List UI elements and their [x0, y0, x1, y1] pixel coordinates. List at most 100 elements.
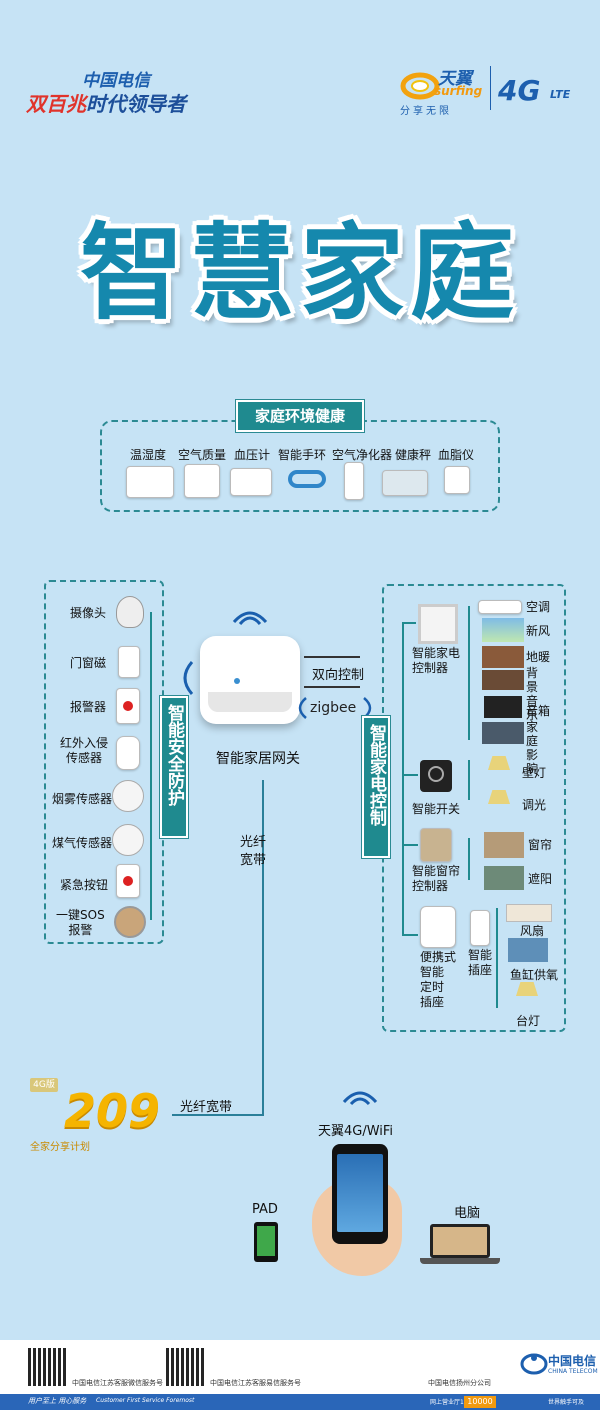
security-label-sos: 一键SOS 报警 — [56, 908, 105, 937]
curtain-icon — [484, 832, 524, 858]
fish-tank-icon — [508, 938, 548, 962]
slogan-cn: 用户至上 用心服务 — [28, 1397, 87, 1405]
appliance-controller-icon — [418, 604, 458, 644]
bidirectional-arrow — [304, 656, 360, 658]
security-label-camera: 摄像头 — [70, 606, 107, 620]
ct-en: CHINA TELECOM — [548, 1368, 598, 1375]
air-purifier-icon — [344, 462, 364, 500]
blood-pressure-device-icon — [230, 468, 272, 496]
gateway-label: 智能家居网关 — [216, 751, 300, 767]
emergency-button-icon — [116, 864, 140, 898]
wifi-label: 天翼4G/WiFi — [318, 1124, 394, 1139]
label-fresh-air: 新风 — [526, 624, 551, 638]
label-speaker: 音箱 — [526, 704, 551, 718]
curtain-trunk — [468, 838, 470, 880]
label-shade: 遮阳 — [528, 872, 553, 886]
qr-code-wechat-icon — [28, 1348, 66, 1386]
appliance-heading-text: 智能家电控制 — [366, 724, 386, 826]
surfing-en: surfing — [434, 84, 483, 98]
health-label-bp: 血压计 — [234, 448, 271, 462]
door-sensor-icon — [118, 646, 140, 678]
badge-lte: LTE — [550, 88, 571, 101]
portable-plug-icon — [420, 906, 456, 948]
web-label: 网上营业厅189.cn — [430, 1399, 481, 1406]
security-label-alarm: 报警器 — [70, 700, 107, 714]
gateway-wifi-left-icon — [183, 661, 194, 695]
label-desk-lamp: 台灯 — [516, 1014, 541, 1028]
smart-band-icon — [288, 470, 326, 488]
fiber-label-vertical: 光纤 宽带 — [240, 835, 267, 868]
appliance-controller-label: 智能家电 控制器 — [412, 646, 461, 675]
security-trunk — [150, 612, 152, 920]
security-label-smoke: 烟雾传感器 — [52, 792, 113, 806]
gateway-wifi-icon — [232, 611, 268, 626]
infrared-sensor-icon — [116, 736, 140, 770]
appliance-branch-3 — [402, 844, 418, 846]
shade-icon — [484, 866, 524, 890]
laptop-icon — [420, 1224, 500, 1264]
smart-switch-icon — [420, 760, 452, 792]
zigbee-label: zigbee — [310, 700, 357, 716]
surfing-cn: 天翼 — [438, 69, 472, 89]
alarm-icon — [116, 688, 140, 724]
smoke-sensor-icon — [112, 780, 144, 812]
health-label-temp: 温湿度 — [130, 448, 167, 462]
music-icon — [482, 670, 524, 690]
bidirectional-label: 双向控制 — [312, 668, 365, 683]
pad-label: PAD — [252, 1202, 278, 1217]
plan-price: 209 — [64, 1084, 161, 1138]
appliance-branch-2 — [402, 774, 418, 776]
fan-icon — [506, 904, 552, 922]
lipid-meter-icon — [444, 466, 470, 494]
surfing-logo: 天翼 surfing 分享无限 4G LTE — [400, 62, 590, 117]
health-label-scale: 健康秤 — [395, 448, 432, 462]
surfing-swirl-icon — [400, 72, 440, 100]
smartphone-icon — [332, 1144, 388, 1244]
bidirectional-arrow-back — [304, 686, 360, 688]
desk-lamp-icon — [516, 982, 540, 1010]
health-label-purifier: 空气净化器 — [332, 448, 393, 462]
health-items: 温湿度 空气质量 血压计 智能手环 空气净化器 健康秤 血脂仪 — [108, 442, 488, 502]
plan-badge: 4G版 — [30, 1078, 58, 1092]
wall-lamp-icon — [488, 756, 512, 782]
label-curtain: 窗帘 — [528, 838, 553, 852]
tablet-icon — [254, 1222, 278, 1262]
security-items: 摄像头 门窗磁 报警器 红外入侵 传感器 烟雾传感器 煤气传感器 紧急按钮 一键… — [50, 596, 160, 938]
smart-socket-icon — [470, 910, 490, 946]
zigbee-signal-icon — [298, 697, 307, 719]
socket-trunk — [496, 908, 498, 1008]
security-label-door: 门窗磁 — [70, 656, 107, 670]
smart-switch-label: 智能开关 — [412, 802, 461, 816]
brand-slogan-red: 双百兆 — [26, 92, 86, 116]
health-label-air: 空气质量 — [178, 448, 227, 462]
air-quality-device-icon — [184, 464, 220, 498]
ct-cn: 中国电信 — [548, 1354, 597, 1368]
dimmer-lamp-icon — [488, 790, 512, 816]
gateway-device-icon — [200, 636, 300, 724]
label-fan: 风扇 — [520, 924, 545, 938]
health-heading: 家庭环境健康 — [236, 400, 364, 432]
gas-sensor-icon — [112, 824, 144, 856]
home-theater-icon — [482, 722, 524, 744]
switch-trunk — [468, 760, 470, 800]
health-label-lipid: 血脂仪 — [438, 448, 475, 462]
fiber-line-horizontal — [172, 1114, 264, 1116]
fresh-air-icon — [482, 618, 524, 642]
security-label-infrared: 红外入侵 传感器 — [60, 736, 109, 765]
security-label-emergency: 紧急按钮 — [60, 878, 109, 892]
brand-slogan-rest: 时代领导者 — [86, 92, 186, 116]
ac-icon — [478, 600, 522, 614]
hotline-badge: 10000 — [464, 1396, 496, 1408]
fiber-line-vertical — [262, 780, 264, 1116]
portable-plug-label: 便携式 智能 定时 插座 — [420, 950, 457, 1009]
brand-slogan: 双百兆时代领导者 — [26, 88, 186, 117]
appliance-branch-1 — [402, 622, 416, 624]
branch-label: 中国电信扬州分公司 — [428, 1379, 491, 1387]
label-floor-heating: 地暖 — [526, 650, 551, 664]
appliance-branch-4 — [402, 934, 418, 936]
floor-heating-icon — [482, 646, 524, 668]
slogan-en: Customer First Service Foremost — [96, 1397, 195, 1404]
camera-icon — [116, 596, 144, 628]
smart-socket-label: 智能 插座 — [468, 948, 493, 977]
plan-name: 全家分享计划 — [30, 1142, 90, 1153]
